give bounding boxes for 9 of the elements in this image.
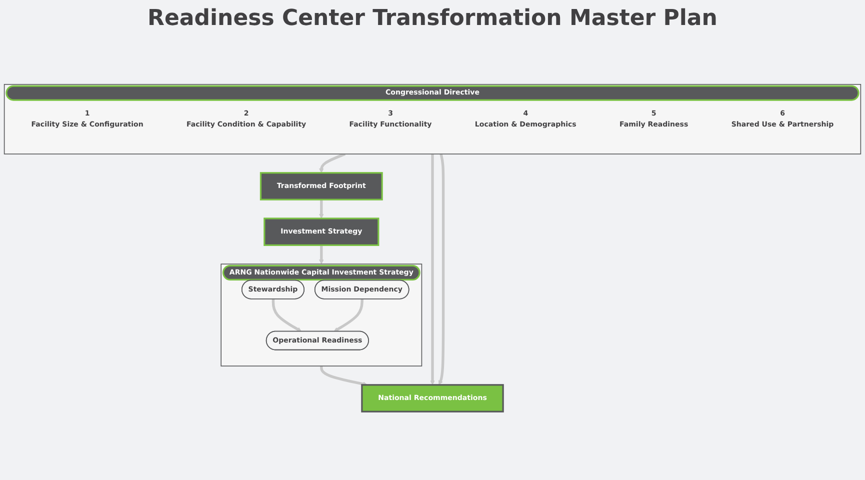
arrow (319, 152, 346, 174)
arrow (430, 154, 435, 386)
arrow (319, 245, 324, 264)
arrow (319, 200, 324, 219)
diagram-title: Readiness Center Transformation Master Plan (146, 6, 718, 31)
arrow (320, 366, 368, 386)
arrow (272, 299, 302, 332)
arrow (438, 154, 445, 386)
arrow (334, 299, 364, 332)
